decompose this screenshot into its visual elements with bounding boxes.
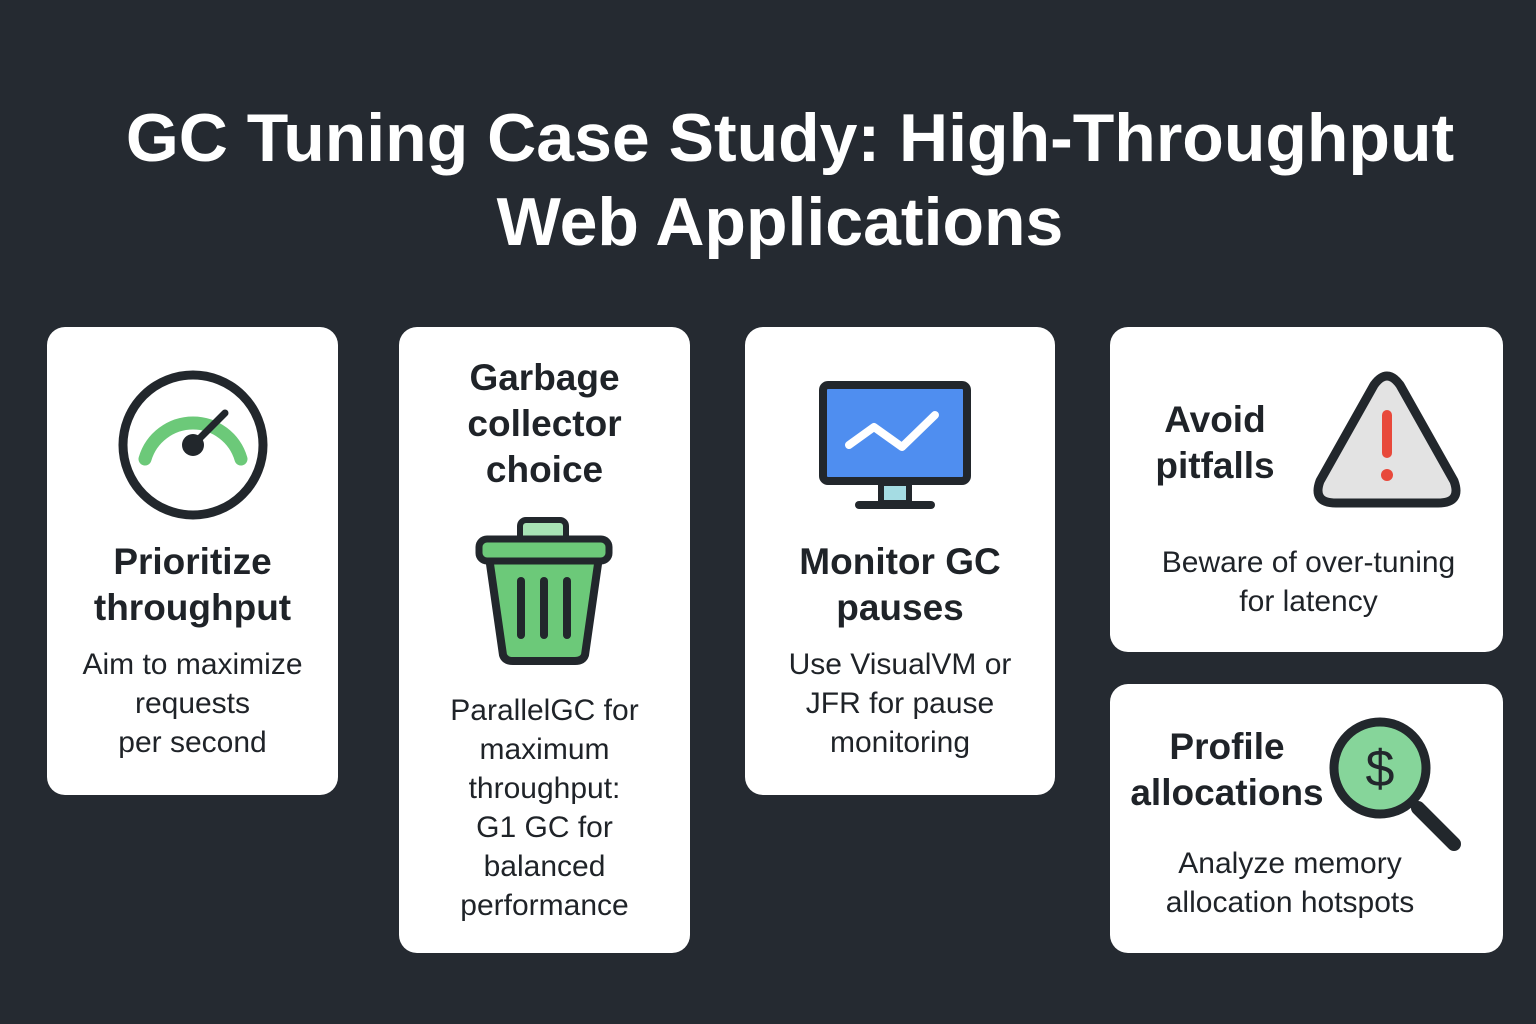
speedometer-icon — [118, 370, 268, 520]
magnifier-dollar-icon: $ — [1329, 717, 1461, 851]
monitor-chart-icon — [819, 381, 971, 509]
warning-triangle-icon — [1313, 371, 1461, 508]
svg-text:$: $ — [1366, 740, 1395, 798]
title-line-1: GC Tuning Case Study: High-Throughput — [125, 100, 1455, 176]
title-line-2: Web Applications — [496, 184, 1064, 260]
page-title: GC Tuning Case Study: High-Throughput We… — [0, 96, 1536, 264]
trash-can-icon — [475, 517, 613, 665]
